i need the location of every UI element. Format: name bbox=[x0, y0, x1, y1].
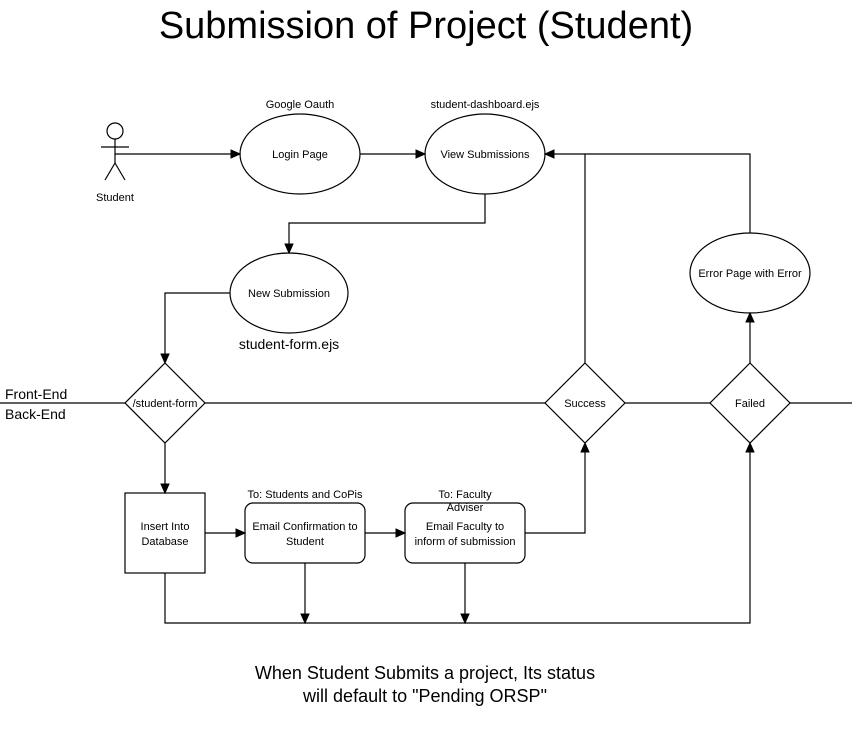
actor-right-leg bbox=[114, 162, 126, 181]
arrowhead-success-view bbox=[543, 149, 555, 159]
insert-database-line1: Insert Into bbox=[141, 521, 190, 533]
email-student-node bbox=[244, 502, 366, 564]
view-submissions-label: View Submissions bbox=[440, 149, 530, 161]
email-faculty-line1: Email Faculty to bbox=[426, 521, 504, 533]
back-end-label: Back-End bbox=[5, 406, 66, 422]
view-submissions-caption: student-dashboard.ejs bbox=[431, 99, 540, 111]
edge-view-newsubmission bbox=[288, 194, 486, 245]
arrowhead-newsubmission bbox=[284, 243, 294, 255]
student-form-label: /student-form bbox=[133, 398, 198, 410]
footnote-line2: will default to "Pending ORSP" bbox=[302, 686, 547, 706]
new-submission-label: New Submission bbox=[248, 288, 330, 300]
edge-failure-bus bbox=[164, 451, 751, 624]
edge-success-view bbox=[553, 153, 586, 363]
email-faculty-caption-line2: Adviser bbox=[447, 502, 484, 514]
arrowhead-failed bbox=[745, 441, 755, 453]
arrowhead-emailfaculty bbox=[395, 528, 407, 538]
arrowhead-emailstudent bbox=[235, 528, 247, 538]
new-submission-caption: student-form.ejs bbox=[239, 336, 339, 352]
arrowhead-bus-student bbox=[300, 613, 310, 625]
arrowhead-insert bbox=[160, 483, 170, 495]
diagram-title: Submission of Project (Student) bbox=[159, 5, 693, 47]
login-page-label: Login Page bbox=[272, 149, 328, 161]
arrowhead-view bbox=[415, 149, 427, 159]
email-student-line2: Student bbox=[286, 536, 324, 548]
edge-newsubmission-form bbox=[164, 292, 230, 355]
actor-left-leg bbox=[104, 162, 116, 181]
actor-head bbox=[106, 122, 124, 140]
email-student-caption: To: Students and CoPis bbox=[248, 489, 363, 501]
login-page-caption: Google Oauth bbox=[266, 99, 335, 111]
arrowhead-success bbox=[580, 441, 590, 453]
insert-database-line2: Database bbox=[141, 536, 188, 548]
failed-label: Failed bbox=[735, 398, 765, 410]
actor-label: Student bbox=[96, 192, 134, 204]
student-actor bbox=[101, 122, 129, 181]
arrowhead-form bbox=[160, 353, 170, 365]
email-student-line1: Email Confirmation to bbox=[252, 521, 357, 533]
edge-emailfaculty-success bbox=[525, 451, 586, 534]
front-end-label: Front-End bbox=[5, 386, 67, 402]
arrowhead-bus-faculty bbox=[460, 613, 470, 625]
error-page-label: Error Page with Error bbox=[698, 268, 802, 280]
email-faculty-line2: inform of submission bbox=[415, 536, 516, 548]
email-faculty-caption-line1: To: Faculty bbox=[438, 489, 492, 501]
edge-error-view bbox=[585, 153, 751, 233]
arrowhead-error bbox=[745, 311, 755, 323]
arrowhead-login bbox=[230, 149, 242, 159]
footnote-line1: When Student Submits a project, Its stat… bbox=[255, 663, 595, 683]
success-label: Success bbox=[564, 398, 606, 410]
insert-database-node bbox=[124, 492, 206, 574]
